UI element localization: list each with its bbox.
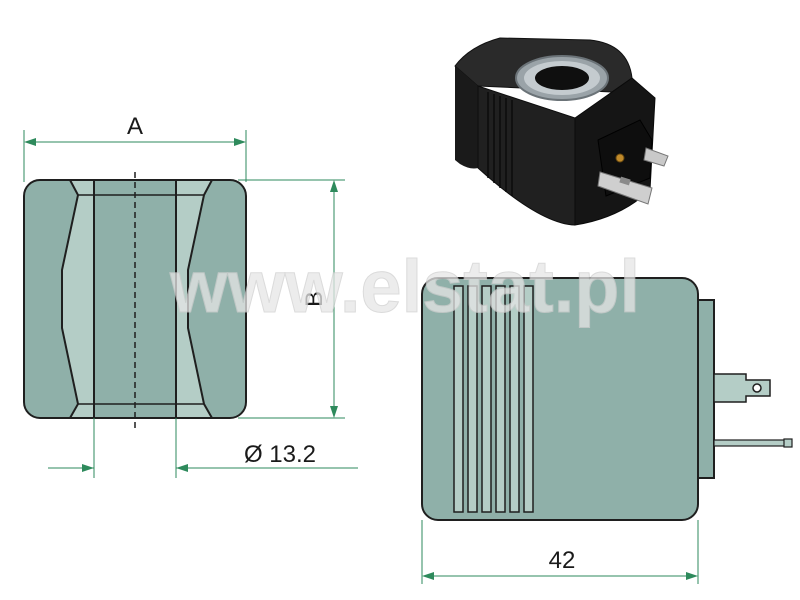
dimension-bore: Ø 13.2 (48, 418, 358, 478)
dimension-b: B (238, 179, 345, 419)
coil-bore-hole (535, 66, 589, 90)
connector-plate (697, 299, 715, 479)
terminal-pin-top (643, 147, 669, 167)
dimension-b-label: B (301, 291, 328, 307)
connector-screw (615, 153, 625, 163)
dimension-length-label: 42 (549, 547, 576, 574)
pin-terminal (713, 438, 793, 448)
cooling-fins (453, 285, 534, 513)
watermark-text: www.elstat.pl (169, 245, 640, 328)
product-photo (454, 37, 669, 226)
spade-terminal (713, 373, 771, 403)
front-view: A B Ø 13.2 (23, 113, 358, 478)
bore-tube (93, 179, 177, 419)
terminal-pin-bottom (597, 171, 653, 205)
coil-ribs (487, 92, 513, 196)
dimension-a-label: A (127, 113, 143, 140)
side-view: 42 (421, 277, 793, 584)
dimension-length: 42 (421, 520, 699, 584)
coil-front-face (455, 66, 478, 169)
dimension-a: A (23, 113, 247, 182)
dimension-bore-label: Ø 13.2 (244, 441, 316, 468)
